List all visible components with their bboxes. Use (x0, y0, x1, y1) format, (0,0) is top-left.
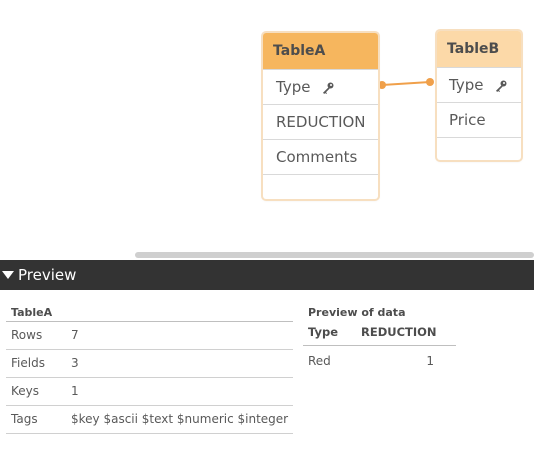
association-line (381, 81, 431, 86)
info-key: Tags (11, 412, 38, 426)
table-card-tablea[interactable]: TableA Type REDUCTION Comments (263, 33, 378, 199)
info-row-keys: Keys 1 (6, 378, 293, 406)
info-key: Rows (11, 328, 43, 342)
info-value: 7 (71, 328, 79, 342)
horizontal-scrollbar[interactable] (135, 252, 534, 258)
field-row-type[interactable]: Type (437, 68, 521, 103)
info-value: $key $ascii $text $numeric $integer (71, 412, 289, 426)
info-row-fields: Fields 3 (6, 350, 293, 378)
caret-down-icon[interactable] (2, 270, 14, 279)
preview-of-data-panel: Preview of data Type REDUCTION Red 1 (303, 305, 456, 376)
association-endpoint-b (426, 78, 434, 86)
preview-of-data-title: Preview of data (308, 306, 406, 319)
preview-label: Preview (18, 266, 77, 284)
field-label: Type (276, 78, 311, 96)
info-row-tags: Tags $key $ascii $text $numeric $integer (6, 406, 293, 434)
info-key: Fields (11, 356, 45, 370)
column-header-type[interactable]: Type (308, 325, 339, 339)
table-header[interactable]: TableA (263, 33, 378, 70)
table-info-title: TableA (6, 305, 293, 322)
preview-table-header: Type REDUCTION (303, 320, 456, 346)
data-model-canvas[interactable]: TableA Type REDUCTION Comments TableB Ty… (0, 0, 534, 255)
key-icon (496, 80, 507, 92)
field-label: Type (449, 76, 484, 94)
column-header-reduction[interactable]: REDUCTION (361, 325, 437, 339)
table-card-tableb[interactable]: TableB Type Price (437, 31, 521, 160)
field-row-type[interactable]: Type (263, 70, 378, 105)
info-value: 3 (71, 356, 79, 370)
info-value: 1 (71, 384, 79, 398)
table-cell: Red (308, 354, 331, 368)
info-row-rows: Rows 7 (6, 322, 293, 350)
key-icon (323, 82, 334, 94)
table-info-panel: TableA Rows 7 Fields 3 Keys 1 Tags $key $asc… (6, 305, 293, 434)
preview-toggle-bar[interactable]: Preview (0, 260, 534, 290)
field-row-empty (437, 138, 521, 160)
field-row-comments[interactable]: Comments (263, 140, 378, 175)
field-row-price[interactable]: Price (437, 103, 521, 138)
field-row-empty (263, 175, 378, 199)
table-header[interactable]: TableB (437, 31, 521, 68)
field-row-reduction[interactable]: REDUCTION (263, 105, 378, 140)
table-row: Red 1 (303, 346, 456, 376)
info-key: Keys (11, 384, 40, 398)
association-endpoint-a (378, 81, 386, 89)
table-cell: 1 (426, 354, 434, 368)
